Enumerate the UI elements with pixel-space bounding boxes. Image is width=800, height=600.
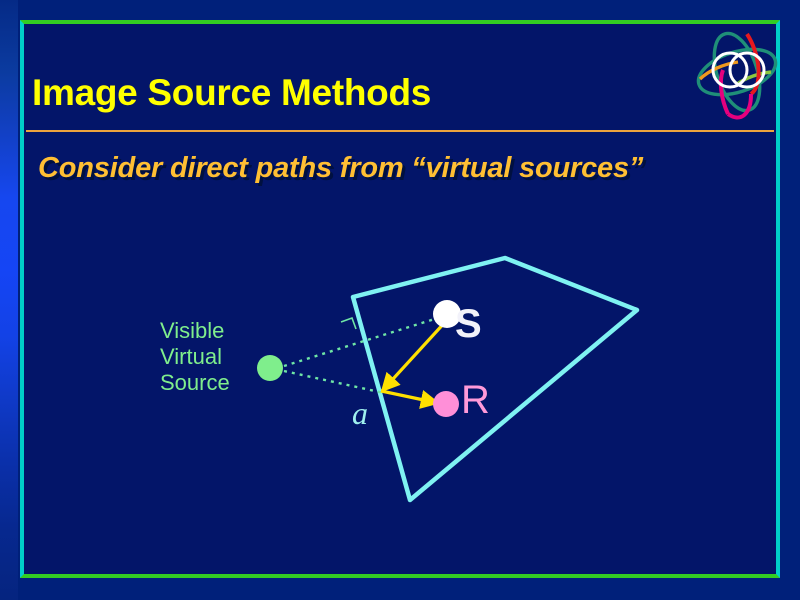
decorative-orbit-logo — [696, 31, 778, 120]
virtual-source-label-line-3: Source — [160, 370, 230, 395]
title-divider — [26, 130, 774, 132]
magenta-ring-lower — [718, 69, 730, 115]
source-label: S — [455, 302, 482, 346]
white-ring-left — [711, 51, 749, 89]
virtual-source-label-line-1: Visible — [160, 318, 225, 343]
red-ring — [745, 32, 761, 96]
white-ring-right — [728, 51, 766, 89]
wall-label: a — [352, 395, 368, 431]
receiver-label: R — [461, 378, 490, 422]
left-decorative-stripe — [0, 0, 18, 600]
slide-subtitle: Consider direct paths from “virtual sour… — [38, 152, 644, 184]
virtual-source-label-line-2: Virtual — [160, 344, 222, 369]
magenta-ring — [726, 93, 754, 120]
orange-arc — [698, 60, 739, 81]
page-title: Image Source Methods — [32, 72, 432, 113]
